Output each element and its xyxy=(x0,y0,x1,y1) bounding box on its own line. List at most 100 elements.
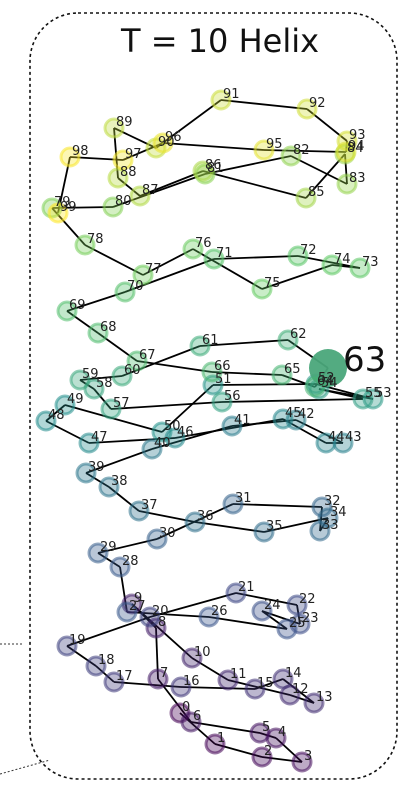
chain-edge xyxy=(161,384,214,433)
chain-edge xyxy=(108,486,140,512)
node-label: 55 xyxy=(365,386,382,401)
node-label: 88 xyxy=(120,165,137,180)
chain-edge xyxy=(275,737,303,763)
node-label: 73 xyxy=(362,255,379,270)
chain-edge xyxy=(85,472,110,488)
node-label: 93 xyxy=(349,128,366,143)
helix-node xyxy=(54,394,76,416)
node-label: 54 xyxy=(321,376,338,391)
helix-node xyxy=(280,145,302,167)
helix-node xyxy=(251,278,273,300)
node-label: 83 xyxy=(349,171,366,186)
node-label: 30 xyxy=(159,526,176,541)
node-label: 99 xyxy=(60,200,77,215)
helix-node xyxy=(311,496,333,518)
helix-node xyxy=(103,671,125,693)
helix-node xyxy=(69,369,91,391)
node-label: 38 xyxy=(111,474,128,489)
node-label: 9 xyxy=(134,591,142,606)
chain-edge xyxy=(190,721,261,734)
node-label: 0 xyxy=(182,700,190,715)
node-label: 44 xyxy=(328,430,345,445)
chain-edge xyxy=(194,521,265,533)
node-label: 25 xyxy=(289,616,306,631)
node-label: 48 xyxy=(48,408,65,423)
node-label: 21 xyxy=(238,580,255,595)
helix-node xyxy=(225,582,247,604)
node-label: 72 xyxy=(300,243,317,258)
chain-edge xyxy=(95,665,115,683)
node-label: 1 xyxy=(217,731,225,746)
helix-node xyxy=(295,187,317,209)
helix-node xyxy=(271,364,293,386)
node-label: 84 xyxy=(347,141,364,156)
helix-node xyxy=(296,98,318,120)
chain-edge xyxy=(66,645,97,667)
chain-edge xyxy=(254,678,284,690)
chain-edge xyxy=(204,155,292,175)
node-label: 66 xyxy=(214,359,231,374)
node-label: 90 xyxy=(158,135,175,150)
helix-node xyxy=(112,149,134,171)
chain-edge xyxy=(221,398,364,403)
helix-node xyxy=(287,245,309,267)
chain-edge xyxy=(191,657,229,681)
helix-node xyxy=(315,432,337,454)
node-label: 97 xyxy=(125,147,142,162)
helix-node xyxy=(141,438,163,460)
helix-node xyxy=(253,521,275,543)
node-label: 81 xyxy=(207,161,224,176)
helix-node xyxy=(251,746,273,768)
node-label: 39 xyxy=(88,460,105,475)
node-label: 42 xyxy=(298,407,315,422)
chain-edge xyxy=(212,383,317,386)
helix-node xyxy=(132,264,154,286)
node-label: 37 xyxy=(141,498,158,513)
node-label: 78 xyxy=(87,232,104,247)
node-label: 50 xyxy=(164,419,181,434)
node-label: 2 xyxy=(264,744,272,759)
helix-node xyxy=(201,361,223,383)
chain-edge xyxy=(220,99,308,110)
helix-node xyxy=(78,432,100,454)
node-label: 4 xyxy=(278,725,286,740)
helix-node xyxy=(98,476,120,498)
node-label: 74 xyxy=(334,252,351,267)
helix-node xyxy=(272,668,294,690)
node-label: 24 xyxy=(264,598,281,613)
node-label: 80 xyxy=(115,194,132,209)
helix-node xyxy=(203,248,225,270)
helix-node xyxy=(56,635,78,657)
node-label: 46 xyxy=(177,425,194,440)
helix-node xyxy=(102,196,124,218)
node-label: 14 xyxy=(285,666,302,681)
helix-node xyxy=(147,668,169,690)
node-label: 36 xyxy=(197,509,214,524)
node-label: 96 xyxy=(165,130,182,145)
helix-node xyxy=(352,388,374,410)
helix-node xyxy=(74,234,96,256)
node-label: 49 xyxy=(67,392,84,407)
chain-edge xyxy=(88,437,176,444)
node-label: 18 xyxy=(98,653,115,668)
node-label: 40 xyxy=(154,436,171,451)
helix-node xyxy=(192,160,214,182)
node-label: 69 xyxy=(69,298,86,313)
helix-node xyxy=(146,528,168,550)
helix-node xyxy=(349,257,371,279)
chain-edge xyxy=(174,418,284,439)
helix-node xyxy=(222,493,244,515)
helix-node xyxy=(277,329,299,351)
helix-node xyxy=(304,376,326,398)
chain-edge xyxy=(232,503,323,508)
chain-edge xyxy=(122,142,164,161)
node-label: 89 xyxy=(116,115,133,130)
connector-line-lower xyxy=(0,759,51,775)
helix-node xyxy=(116,601,138,623)
node-label: 70 xyxy=(127,279,144,294)
chain-edge xyxy=(66,310,99,334)
node-label: 76 xyxy=(195,236,212,251)
node-label: 62 xyxy=(290,327,307,342)
frame-box xyxy=(29,12,398,780)
